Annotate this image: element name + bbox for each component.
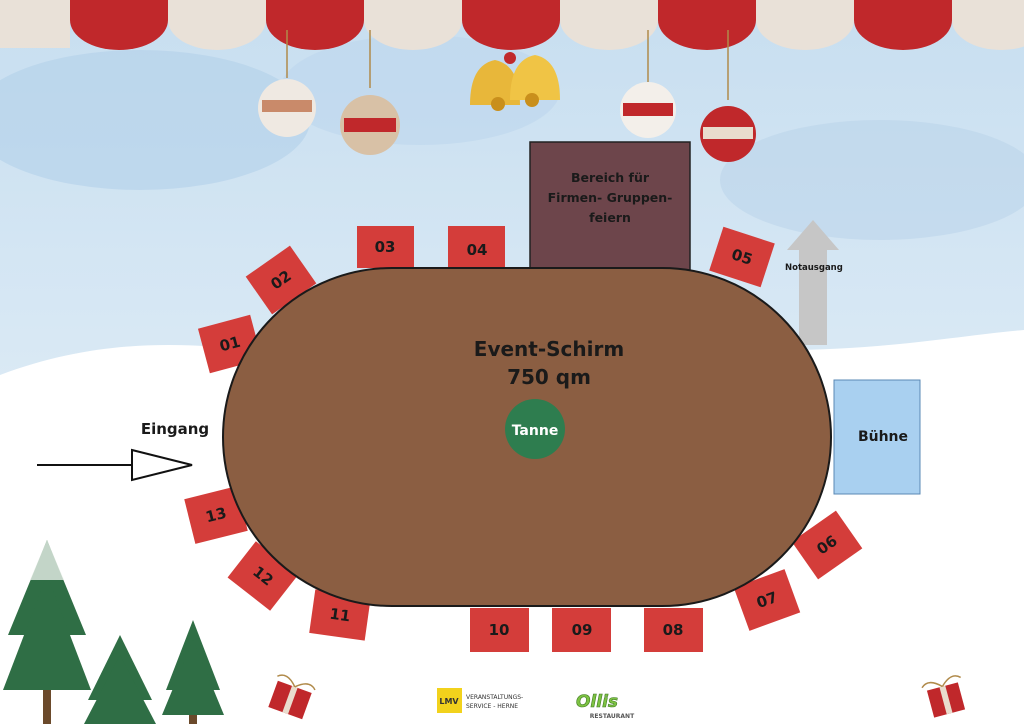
group-area-line-1: Bereich für [571, 170, 650, 185]
tree-label: Tanne [512, 423, 559, 439]
fir-tree-icon [3, 540, 91, 724]
booth: 10 [470, 608, 529, 652]
group-area-line-2: Firmen- Gruppen- [548, 190, 673, 205]
booth: 08 [644, 608, 703, 652]
awning [0, 0, 1024, 50]
ornament-icon [340, 30, 400, 155]
ollis-subtitle: RESTAURANT [590, 713, 635, 720]
ollis-logo: Ollis RESTAURANT [576, 692, 635, 720]
cloud [0, 50, 310, 190]
fir-tree-icon [162, 620, 224, 724]
fir-tree-icon [84, 635, 156, 724]
booth-number: 09 [572, 621, 593, 639]
booth-number: 13 [204, 504, 229, 527]
ornament-icon [258, 30, 316, 137]
event-screen-area-size: 750 qm [507, 365, 591, 389]
group-party-area: Bereich für Firmen- Gruppen- feiern [529, 141, 691, 271]
booth: 13 [184, 486, 248, 544]
lmv-mark: LMV [439, 697, 459, 706]
emergency-exit-label: Notausgang [785, 263, 843, 273]
ornament-icon [700, 30, 756, 162]
booth: 04 [448, 226, 505, 268]
booth-number: 10 [489, 621, 510, 639]
booth: 09 [552, 608, 611, 652]
booth-number: 04 [467, 241, 488, 259]
booth-number: 03 [375, 238, 396, 256]
emergency-exit-arrow: Notausgang [785, 220, 843, 345]
booth-number: 11 [328, 605, 351, 626]
booth: 05 [709, 226, 775, 288]
lmv-text-line-1: VERANSTALTUNGS- [466, 694, 523, 701]
entrance-label: Eingang [141, 420, 209, 438]
booth: 03 [357, 226, 414, 268]
booth-number: 05 [729, 245, 754, 269]
booth: 07 [733, 569, 801, 631]
booth-number: 01 [218, 333, 243, 356]
booth-number: 08 [663, 621, 684, 639]
stage-label: Bühne [858, 429, 908, 445]
cloud [720, 120, 1024, 240]
booth: 12 [227, 541, 299, 611]
gift-icon [268, 674, 316, 720]
ollis-name: Ollis [576, 692, 618, 712]
entrance: Eingang [37, 420, 209, 482]
event-screen-title: Event-Schirm [474, 337, 624, 361]
booth: 02 [245, 245, 317, 315]
lmv-text-line-2: SERVICE - HERNE [466, 703, 518, 710]
booth: 06 [791, 510, 863, 580]
bells-icon [470, 52, 560, 111]
entrance-arrow-icon [37, 448, 193, 482]
christmas-tree-spot [505, 399, 565, 459]
event-screen-area: Event-Schirm 750 qm Tanne [222, 267, 832, 607]
lmv-logo: LMV VERANSTALTUNGS- SERVICE - HERNE [437, 688, 523, 713]
stage: Bühne [833, 379, 921, 495]
ornament-icon [620, 30, 676, 138]
group-area-line-3: feiern [589, 210, 631, 225]
gift-icon [921, 675, 966, 718]
